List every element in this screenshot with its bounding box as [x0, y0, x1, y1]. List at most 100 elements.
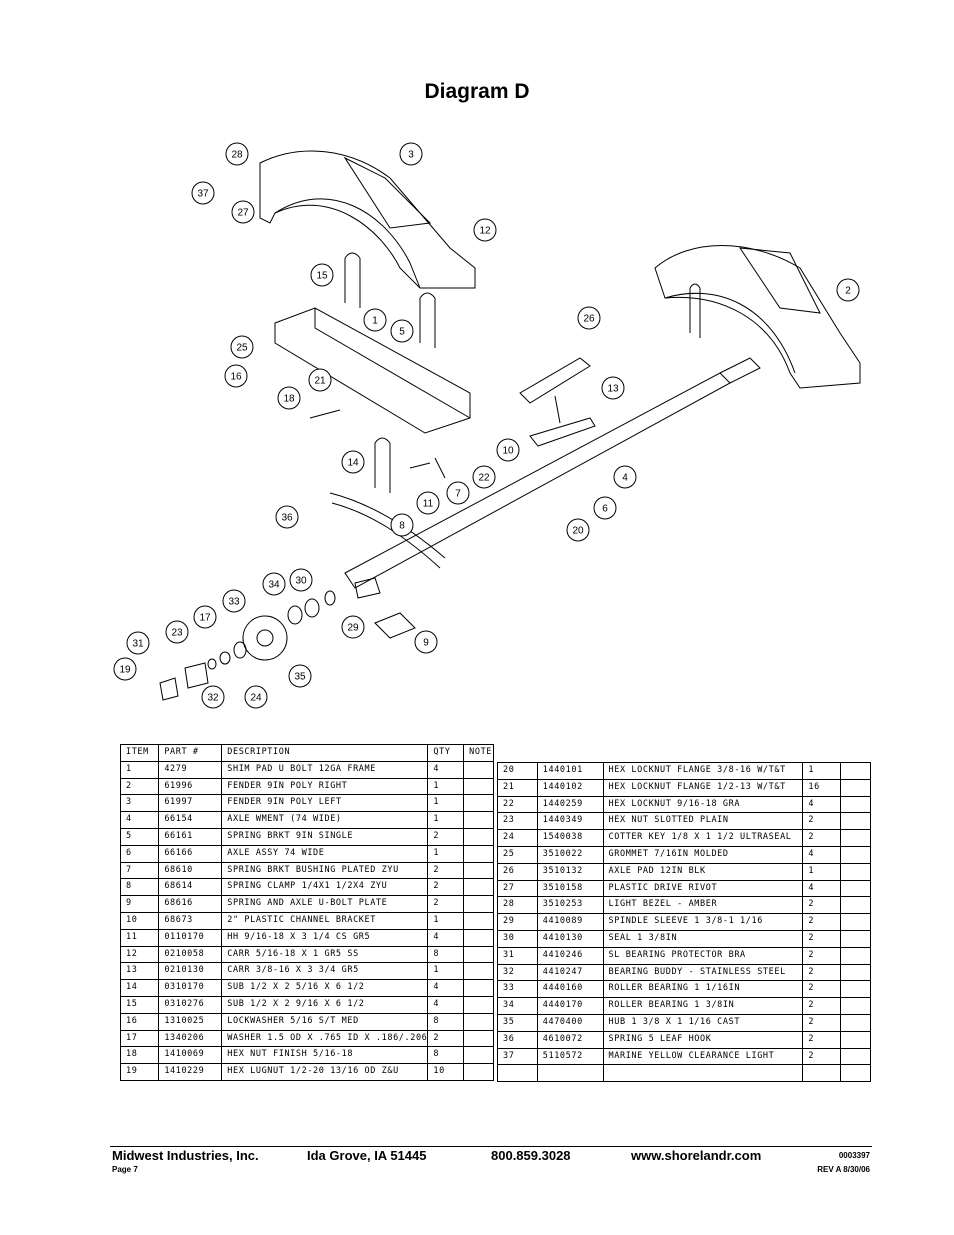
cell-note: [463, 777, 494, 796]
cell-item: 22: [497, 795, 538, 814]
cell-item: 12: [119, 945, 160, 964]
callout-circle: [446, 481, 470, 505]
callout-circle: [472, 465, 496, 489]
callout-circle: [399, 142, 423, 166]
cell-description: HEX NUT SLOTTED PLAIN: [602, 812, 804, 831]
cell-qty: 8: [427, 1046, 465, 1065]
cell-item: 7: [119, 861, 160, 880]
callout-circle: [593, 496, 617, 520]
callout-number: 16: [230, 372, 242, 383]
callout-number: 9: [423, 638, 429, 649]
callout-number: 34: [268, 580, 280, 591]
callout-12: 12: [473, 218, 497, 242]
cell-note: [463, 760, 494, 779]
col-item-header: ITEM: [119, 744, 160, 762]
callout-circle: [613, 465, 637, 489]
cell-qty: 2: [802, 1013, 842, 1032]
cell-item: 18: [119, 1046, 160, 1065]
cell-qty: 2: [802, 896, 842, 915]
cell-qty: [802, 1064, 842, 1083]
cell-description: SEAL 1 3/8IN: [602, 929, 804, 948]
cell-qty: 2: [427, 1029, 465, 1048]
cell-note: [463, 861, 494, 880]
callout-circle: [113, 657, 137, 681]
cell-note: [463, 811, 494, 829]
cell-description: ROLLER BEARING 1 3/8IN: [602, 997, 804, 1015]
callout-9: 9: [414, 630, 438, 654]
cell-qty: 4: [427, 995, 465, 1014]
cell-part-number: 4410247: [536, 963, 604, 982]
cell-qty: 1: [427, 811, 465, 829]
callout-6: 6: [593, 496, 617, 520]
cell-qty: 2: [802, 997, 842, 1015]
cell-description: SL BEARING PROTECTOR BRA: [602, 946, 804, 965]
cell-description: HEX LUGNUT 1/2-20 13/16 OD Z&U: [221, 1063, 429, 1081]
callout-3: 3: [399, 142, 423, 166]
cell-description: AXLE PAD 12IN BLK: [602, 862, 804, 881]
cell-note: [463, 1046, 494, 1065]
cell-description: HEX LOCKNUT 9/16-18 GRA: [602, 795, 804, 814]
cell-part-number: 4279: [158, 760, 223, 779]
callout-32: 32: [201, 685, 225, 709]
cell-qty: 4: [427, 979, 465, 997]
cell-item: 14: [119, 979, 160, 997]
callout-25: 25: [230, 335, 254, 359]
cell-description: SPRING BRKT BUSHING PLATED ZYU: [221, 861, 429, 880]
cell-note: [840, 762, 871, 780]
cell-description: HH 9/16-18 X 3 1/4 CS GR5: [221, 928, 429, 947]
cell-part-number: 4410089: [536, 913, 604, 931]
cell-note: [463, 911, 494, 930]
callout-circle: [416, 491, 440, 515]
cell-item: 24: [497, 829, 538, 847]
callout-number: 3: [408, 150, 414, 161]
callout-number: 14: [347, 458, 359, 469]
cell-part-number: 68610: [158, 861, 223, 880]
cell-part-number: 0210130: [158, 962, 223, 981]
cell-item: 2: [119, 777, 160, 796]
cell-note: [840, 1013, 871, 1032]
callout-30: 30: [289, 568, 313, 592]
cell-description: COTTER KEY 1/8 X 1 1/2 ULTRASEAL: [602, 829, 804, 847]
cell-item: 10: [119, 911, 160, 930]
callout-circle: [414, 630, 438, 654]
cell-part-number: 68673: [158, 911, 223, 930]
cell-item: 17: [119, 1029, 160, 1048]
callout-number: 30: [295, 576, 307, 587]
cell-qty: 1: [427, 911, 465, 930]
cell-description: [602, 1064, 804, 1083]
callout-circle: [262, 572, 286, 596]
callout-circle: [341, 615, 365, 639]
cell-part-number: 3510253: [536, 896, 604, 915]
cell-item: 31: [497, 946, 538, 965]
callout-number: 21: [314, 376, 326, 387]
cell-qty: 1: [427, 794, 465, 813]
callout-35: 35: [288, 664, 312, 688]
cell-item: 1: [119, 760, 160, 779]
cell-qty: 2: [802, 1030, 842, 1049]
callout-18: 18: [277, 386, 301, 410]
cell-item: 25: [497, 845, 538, 864]
callout-number: 12: [479, 226, 491, 237]
callout-circle: [473, 218, 497, 242]
callout-circle: [289, 568, 313, 592]
callout-circle: [230, 335, 254, 359]
cell-description: LIGHT BEZEL - AMBER: [602, 896, 804, 915]
cell-item: 11: [119, 928, 160, 947]
cell-item: 3: [119, 794, 160, 813]
